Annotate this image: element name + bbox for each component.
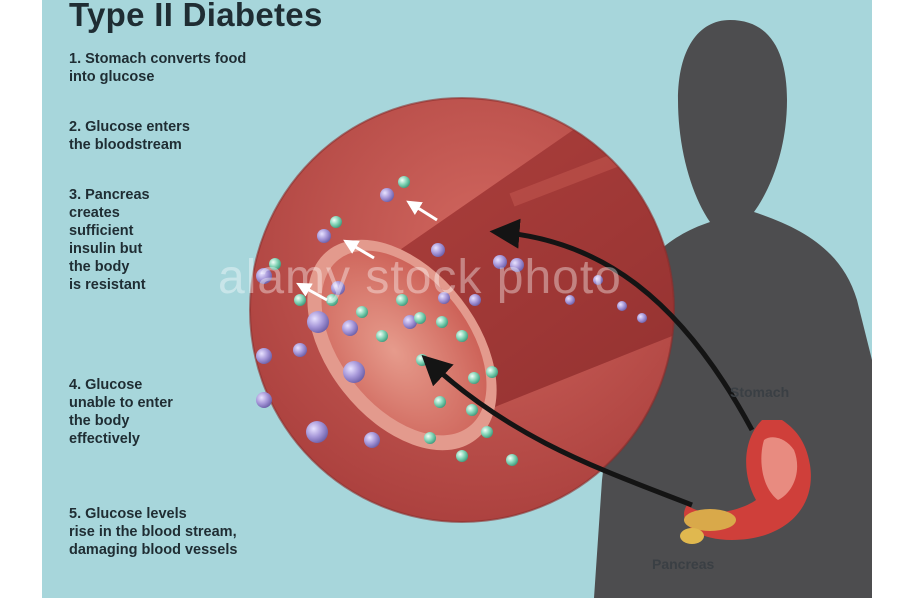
glucose-molecule	[481, 426, 493, 438]
glucose-flow-arrows	[421, 218, 755, 508]
glucose-molecule	[294, 294, 306, 306]
glucose-molecule	[376, 330, 388, 342]
glucose-molecule	[486, 366, 498, 378]
molecules	[256, 176, 802, 502]
insulin-molecule	[438, 292, 450, 304]
step-4-text: 4. Glucose unable to enter the body effe…	[69, 377, 173, 447]
glucose-molecule	[330, 216, 342, 228]
step-1-text: 1. Stomach converts food into glucose	[69, 51, 247, 85]
insulin-molecule	[637, 313, 647, 323]
insulin-molecule	[431, 243, 445, 257]
insulin-molecule	[380, 188, 394, 202]
insulin-molecule	[565, 295, 575, 305]
insulin-molecule	[364, 432, 380, 448]
glucose-molecule	[456, 450, 468, 462]
glucose-molecule	[398, 176, 410, 188]
pancreas-label: Pancreas	[652, 556, 715, 572]
step-5-text: 5. Glucose levels rise in the blood stre…	[69, 506, 238, 558]
glucose-molecule	[396, 294, 408, 306]
glucose-molecule	[468, 372, 480, 384]
glucose-molecule	[506, 454, 518, 466]
glucose-molecule	[466, 404, 478, 416]
insulin-molecule	[343, 361, 365, 383]
insulin-molecule	[307, 311, 329, 333]
glucose-molecule	[424, 432, 436, 444]
insulin-molecule	[593, 275, 603, 285]
insulin-molecule	[510, 258, 524, 272]
insulin-molecule	[617, 301, 627, 311]
stomach-label: Stomach	[730, 384, 790, 400]
insulin-molecule	[256, 268, 272, 284]
glucose-molecule	[414, 312, 426, 324]
glucose-molecule	[269, 258, 281, 270]
insulin-molecule	[342, 320, 358, 336]
insulin-molecule	[256, 392, 272, 408]
diagram-title: Type II Diabetes	[69, 0, 323, 33]
glucose-molecule	[326, 294, 338, 306]
insulin-molecule	[469, 294, 481, 306]
glucose-molecule	[356, 306, 368, 318]
insulin-molecule	[293, 343, 307, 357]
insulin-molecule	[306, 421, 328, 443]
glucose-molecule	[434, 396, 446, 408]
pancreas-organ	[680, 509, 736, 544]
insulin-molecule	[493, 255, 507, 269]
insulin-molecule	[256, 348, 272, 364]
insulin-molecule	[317, 229, 331, 243]
diagram-panel: Type II Diabetes 1. Stomach converts foo…	[42, 0, 872, 598]
glucose-molecule	[456, 330, 468, 342]
watermark: alamy stock photo	[218, 251, 622, 304]
stomach-organ	[684, 420, 811, 540]
step-3-text: 3. Pancreas creates sufficient insulin b…	[69, 187, 150, 293]
insulin-molecule	[331, 281, 345, 295]
step-2-text: 2. Glucose enters the bloodstream	[69, 119, 190, 153]
insulin-arrows	[296, 200, 438, 302]
glucose-molecule	[416, 354, 428, 366]
glucose-molecule	[436, 316, 448, 328]
diagram-artwork	[249, 20, 872, 598]
insulin-molecule	[403, 315, 417, 329]
